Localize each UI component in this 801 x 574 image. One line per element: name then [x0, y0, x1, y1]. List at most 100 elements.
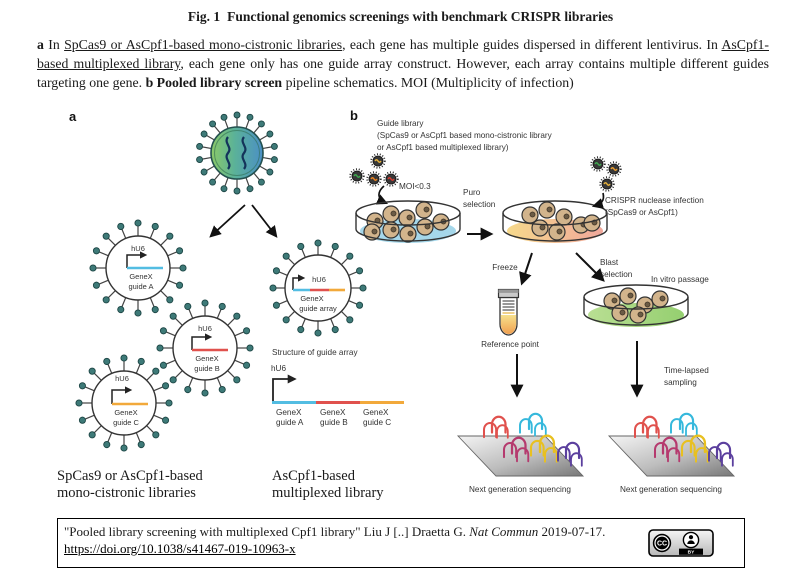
- guide-label: guide array: [299, 304, 337, 313]
- gene-label: GeneX: [195, 354, 218, 363]
- caption-panel-a-marker: a: [37, 37, 44, 52]
- crispr-infection-label-line1: CRISPR nuclease infection: [605, 196, 704, 205]
- virus-particle: [383, 171, 399, 187]
- ngs-cluster-cyan: [519, 412, 547, 437]
- virus-particle: [606, 161, 622, 177]
- figure-diagram: a hU6 GeneX guide A hU6: [57, 108, 736, 501]
- reference-tube: [497, 288, 520, 336]
- ngs-flowcell-left: [456, 412, 585, 477]
- guide-label: guide C: [113, 418, 139, 427]
- split-arrow-right: [251, 204, 278, 238]
- gene-label: GeneX: [300, 294, 323, 303]
- citation-text: "Pooled library screening with multiplex…: [64, 524, 470, 539]
- ngs-label-left: Next generation sequencing: [469, 485, 571, 494]
- promoter-label: hU6: [271, 364, 286, 373]
- ngs-cluster-cyan: [670, 412, 698, 437]
- tube-liquid: [500, 315, 517, 334]
- virus-guide-c: hU6 GeneX guide C: [75, 354, 173, 452]
- guide-library-label-line2: (SpCas9 or AsCpf1 based mono-cistronic l…: [377, 131, 553, 140]
- dish-in-vitro-passage: [583, 284, 689, 327]
- panel-a-label: a: [69, 109, 77, 124]
- blast-selection-arrow: [575, 252, 605, 282]
- blast-selection-label-line1: Blast: [600, 258, 619, 267]
- guide-library-label-line3: or AsCpf1 based multiplexed library): [377, 143, 509, 152]
- ngs-label-right: Next generation sequencing: [620, 485, 722, 494]
- caption-link-multiplexed: AsCpf1-based multiplexed library: [37, 37, 769, 71]
- dish-puro-selection: [502, 200, 608, 243]
- gene-label: GeneX: [129, 272, 152, 281]
- caption-link-monocistronic: SpCas9 or AsCpf1-based mono-cistronic li…: [64, 37, 343, 52]
- virus-particle: [370, 153, 386, 169]
- gene-label: GeneX: [114, 408, 137, 417]
- figure-title-text: Functional genomics screenings with benc…: [227, 9, 614, 24]
- virus-guide-a: hU6 GeneX guide A: [89, 219, 187, 317]
- by-text: BY: [688, 550, 695, 556]
- cc-by-person-icon: BY: [679, 531, 703, 556]
- blast-selection-label-line2: selection: [600, 270, 633, 279]
- caption-text: , each gene has multiple guides disperse…: [342, 37, 722, 52]
- puro-selection-label-line2: selection: [463, 200, 496, 209]
- gene-label: GeneX: [363, 408, 389, 417]
- promoter-arrow-icon: [111, 386, 133, 404]
- promoter-arrow-icon: [126, 251, 148, 268]
- crispr-infection-label-line2: (SpCas9 or AsCpf1): [605, 208, 678, 217]
- cc-text: CC: [657, 541, 667, 548]
- caption-text: In: [43, 37, 65, 52]
- ngs-cluster-red: [633, 415, 660, 439]
- guide-library-label-line1: Guide library: [377, 119, 424, 128]
- in-vitro-passage-label: In vitro passage: [651, 275, 709, 284]
- promoter-arrow-icon: [292, 274, 306, 290]
- virus-particle: [590, 156, 606, 172]
- time-lapsed-label-line2: sampling: [664, 378, 697, 387]
- caption-text: pipeline schematics. MOI (Multiplicity o…: [282, 75, 574, 90]
- virus-particle: [599, 176, 615, 192]
- caption-text: , each gene only has one guide array con…: [37, 56, 769, 90]
- viral-rna-icon: [241, 136, 247, 170]
- panel-b-label: b: [350, 108, 358, 123]
- guide-label: guide A: [276, 418, 304, 427]
- citation-box: "Pooled library screening with multiplex…: [57, 518, 745, 568]
- virus-guide-array: hU6 GeneX guide array: [269, 239, 367, 337]
- citation-journal: Nat Commun: [469, 524, 539, 539]
- library-right-caption-line1: AsCpf1-based: [272, 468, 356, 484]
- crispr-infection-arrow: [591, 192, 605, 209]
- infection-arrow: [375, 185, 389, 205]
- split-arrow-left: [209, 204, 246, 238]
- citation-date: 2019-07-17.: [538, 524, 606, 539]
- guide-array-structure: Structure of guide array hU6 GeneX guide…: [271, 348, 404, 427]
- guide-library-virus-cluster: [349, 153, 399, 187]
- viral-rna-icon: [225, 136, 231, 170]
- ngs-cluster-red: [482, 415, 509, 439]
- caption-panel-b-marker: b Pooled library screen: [145, 75, 283, 90]
- virus-particle: [366, 171, 382, 187]
- freeze-arrow: [519, 252, 533, 286]
- virus-guide-b: hU6 GeneX guide B: [156, 299, 254, 397]
- figure-title: Fig. 1 Functional genomics screenings wit…: [0, 9, 801, 25]
- guide-label: guide A: [128, 282, 153, 291]
- guide-label: guide B: [194, 364, 219, 373]
- lentivirus-parent: [195, 111, 279, 195]
- doi-link[interactable]: https://doi.org/10.1038/s41467-019-10963…: [64, 541, 296, 556]
- library-right-caption-line2: multiplexed library: [272, 485, 384, 501]
- promoter-label: hU6: [115, 374, 129, 383]
- freeze-label: Freeze: [492, 263, 518, 272]
- figure-number: Fig. 1: [187, 9, 221, 24]
- cc-by-license-badge: CC BY: [648, 529, 714, 557]
- promoter-arrow-icon: [272, 374, 297, 402]
- figure-caption: a In SpCas9 or AsCpf1-based mono-cistron…: [37, 35, 769, 92]
- moi-label: MOI<0.3: [399, 182, 431, 191]
- guide-label: guide B: [320, 418, 348, 427]
- virus-particle: [349, 168, 365, 184]
- citation-line: "Pooled library screening with multiplex…: [64, 523, 736, 540]
- guide-label: guide C: [363, 418, 391, 427]
- gene-label: GeneX: [320, 408, 346, 417]
- reference-point-label: Reference point: [481, 340, 540, 349]
- gene-label: GeneX: [276, 408, 302, 417]
- dish-library-infection: [355, 200, 461, 243]
- library-left-caption-line1: SpCas9 or AsCpf1-based: [57, 468, 204, 484]
- library-left-caption-line2: mono-cistronic libraries: [57, 485, 196, 501]
- puro-selection-label-line1: Puro: [463, 188, 481, 197]
- ngs-flowcell-right: [607, 412, 736, 477]
- structure-title: Structure of guide array: [272, 348, 358, 357]
